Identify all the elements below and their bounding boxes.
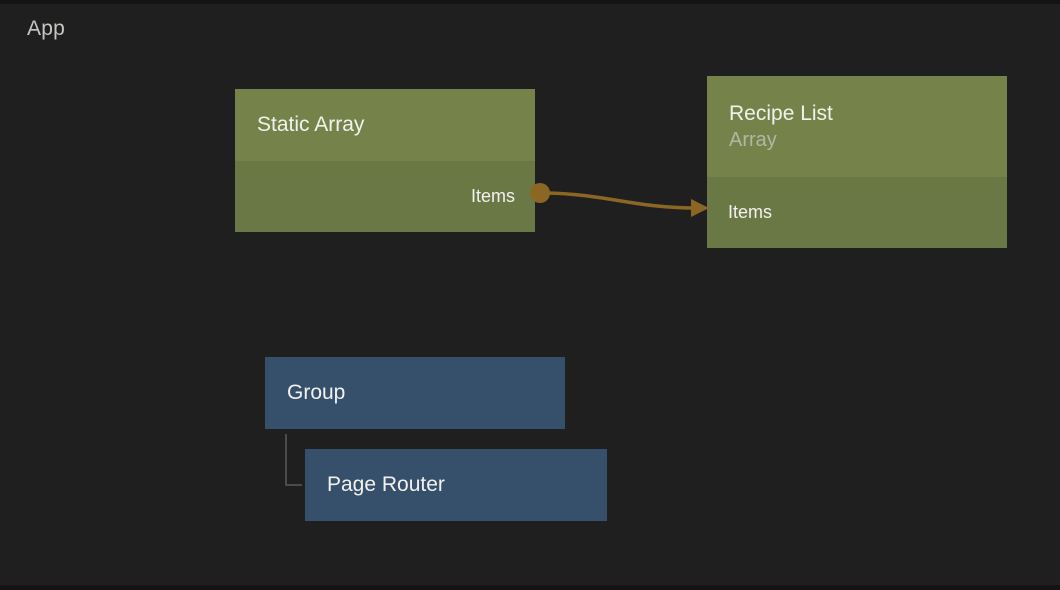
node-group[interactable]: Group bbox=[265, 357, 565, 429]
output-port-label: Items bbox=[470, 186, 515, 206]
node-title: Static Array bbox=[257, 113, 365, 137]
node-recipe-list-ports: Items bbox=[707, 177, 1007, 248]
node-static-array-ports: Items bbox=[235, 161, 535, 232]
node-page-router-header: Page Router bbox=[305, 449, 607, 521]
node-type-subtitle: Array bbox=[729, 129, 777, 152]
output-port-dot[interactable] bbox=[530, 183, 550, 203]
node-title: Group bbox=[287, 381, 346, 405]
node-recipe-list-header: Recipe List Array bbox=[707, 76, 1007, 177]
node-title: Recipe List bbox=[729, 101, 833, 125]
node-page-router[interactable]: Page Router bbox=[305, 449, 607, 521]
connection-wire[interactable] bbox=[544, 191, 698, 210]
parent-child-connector-line bbox=[285, 434, 302, 486]
node-static-array-header: Static Array bbox=[235, 89, 535, 161]
node-title: Page Router bbox=[327, 473, 445, 497]
node-static-array[interactable]: Static Array Items bbox=[235, 89, 535, 232]
input-port-label: Items bbox=[728, 202, 773, 222]
app-scope-label: App bbox=[27, 17, 65, 40]
node-group-header: Group bbox=[265, 357, 565, 429]
node-recipe-list[interactable]: Recipe List Array Items bbox=[707, 76, 1007, 248]
